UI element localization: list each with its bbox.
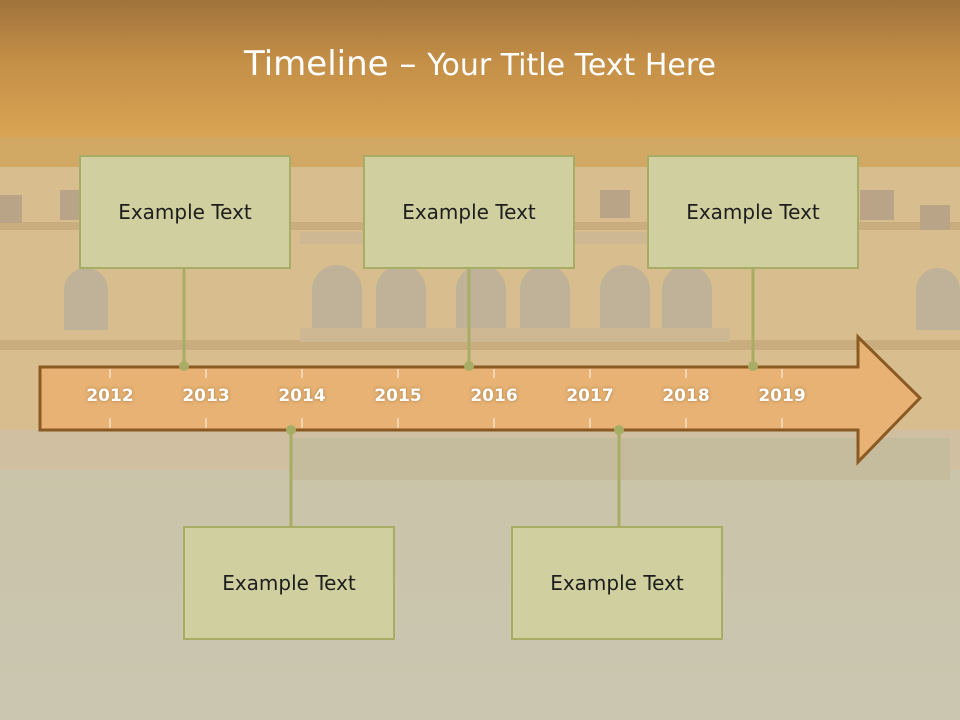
arrow-body bbox=[38, 333, 923, 466]
event-box-bottom-2: Example Text bbox=[511, 526, 723, 640]
event-box-top-1: Example Text bbox=[79, 155, 291, 269]
dot-bottom-1 bbox=[286, 425, 296, 435]
event-label: Example Text bbox=[118, 200, 252, 224]
title-main: Timeline – bbox=[244, 44, 428, 84]
dot-bottom-2 bbox=[614, 425, 624, 435]
header-band bbox=[0, 0, 960, 137]
event-label: Example Text bbox=[222, 571, 356, 595]
event-label: Example Text bbox=[686, 200, 820, 224]
year-label: 2016 bbox=[470, 386, 518, 406]
event-box-bottom-1: Example Text bbox=[183, 526, 395, 640]
year-label: 2018 bbox=[662, 386, 710, 406]
event-box-top-2: Example Text bbox=[363, 155, 575, 269]
event-box-top-3: Example Text bbox=[647, 155, 859, 269]
year-label: 2015 bbox=[374, 386, 422, 406]
year-label: 2013 bbox=[182, 386, 230, 406]
dot-top-1 bbox=[179, 361, 189, 371]
year-label: 2012 bbox=[86, 386, 134, 406]
event-label: Example Text bbox=[402, 200, 536, 224]
dot-top-2 bbox=[464, 361, 474, 371]
year-label: 2017 bbox=[566, 386, 614, 406]
title-subtitle: Your Title Text Here bbox=[427, 48, 716, 83]
year-label: 2019 bbox=[758, 386, 806, 406]
slide-title: Timeline – Your Title Text Here bbox=[0, 44, 960, 84]
dot-top-3 bbox=[748, 361, 758, 371]
event-label: Example Text bbox=[550, 571, 684, 595]
year-label: 2014 bbox=[278, 386, 326, 406]
